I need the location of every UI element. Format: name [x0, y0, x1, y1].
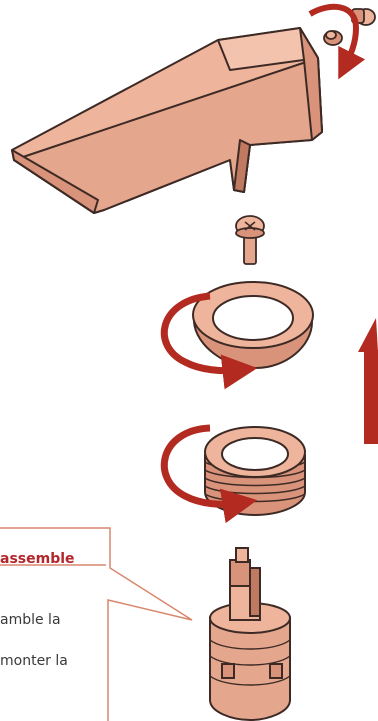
handle-screw — [236, 216, 264, 264]
callout-line-2: monter la — [0, 653, 68, 669]
faucet-handle — [12, 28, 322, 213]
escutcheon-ring — [193, 282, 313, 368]
valve-cartridge — [210, 548, 290, 720]
callout-line-1: amble la — [0, 612, 61, 628]
up-arrow-icon — [358, 318, 378, 444]
callout-heading: assemble — [0, 551, 75, 567]
